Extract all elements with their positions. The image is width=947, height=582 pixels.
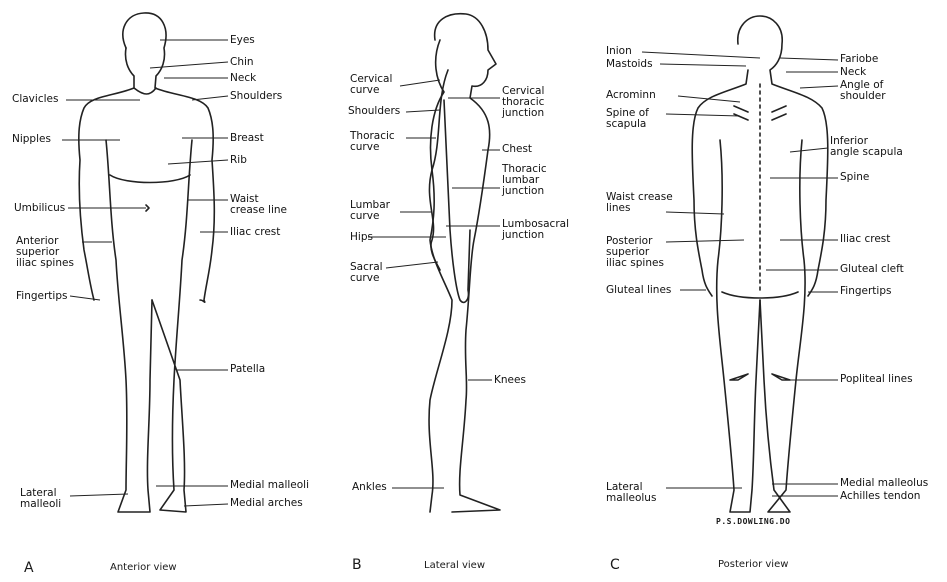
label-neck: Neck <box>840 67 866 78</box>
label-earlobe: Fariobe <box>840 54 878 65</box>
label-shoulders: Shoulders <box>230 91 282 102</box>
label-thoracic-lumbar-junction: Thoracic lumbar junction <box>502 164 547 197</box>
label-lateral-malleoli: Lateral malleoli <box>20 488 61 510</box>
label-thoracic-curve: Thoracic curve <box>350 131 395 153</box>
label-lumbar-curve: Lumbar curve <box>350 200 390 222</box>
label-fingertips: Fingertips <box>16 291 67 302</box>
label-breast: Breast <box>230 133 264 144</box>
label-acromion: Acrominn <box>606 90 656 101</box>
label-iliac-crest: Iliac crest <box>840 234 890 245</box>
label-cervical-thoracic-junction: Cervical thoracic junction <box>502 86 544 119</box>
label-patella: Patella <box>230 364 265 375</box>
panel-c-letter: C <box>610 557 620 573</box>
label-gluteal-cleft: Gluteal cleft <box>840 264 904 275</box>
label-shoulders: Shoulders <box>348 106 400 117</box>
anterior-figure <box>79 13 215 512</box>
label-gluteal-lines: Gluteal lines <box>606 285 671 296</box>
label-chin: Chin <box>230 57 254 68</box>
label-chest: Chest <box>502 144 532 155</box>
panel-a-letter: A <box>24 560 34 576</box>
label-mastoids: Mastoids <box>606 59 653 70</box>
leader-lines-posterior <box>642 52 838 496</box>
label-spine: Spine <box>840 172 869 183</box>
panel-b-caption: Lateral view <box>424 560 485 571</box>
label-knees: Knees <box>494 375 526 386</box>
label-waist-crease-lines: Waist crease lines <box>606 192 673 214</box>
label-medial-arches: Medial arches <box>230 498 303 509</box>
label-inion: Inion <box>606 46 632 57</box>
label-lumbosacral-junction: Lumbosacral junction <box>502 219 569 241</box>
label-sacral-curve: Sacral curve <box>350 262 383 284</box>
label-cervical-curve: Cervical curve <box>350 74 392 96</box>
label-waist-crease-line: Waist crease line <box>230 194 287 216</box>
label-popliteal-lines: Popliteal lines <box>840 374 913 385</box>
label-umbilicus: Umbilicus <box>14 203 65 214</box>
label-angle-of-shoulder: Angle of shoulder <box>840 80 886 102</box>
label-anterior-superior-iliac-spines: Anterior superior iliac spines <box>16 236 74 269</box>
label-ankles: Ankles <box>352 482 387 493</box>
label-nipples: Nipples <box>12 134 51 145</box>
posterior-figure <box>692 16 828 512</box>
label-achilles-tendon: Achilles tendon <box>840 491 920 502</box>
label-medial-malleolus: Medial malleolus <box>840 478 928 489</box>
panel-b-letter: B <box>352 557 362 573</box>
label-iliac-crest: Iliac crest <box>230 227 280 238</box>
label-fingertips: Fingertips <box>840 286 891 297</box>
panel-a-caption: Anterior view <box>110 562 177 573</box>
label-lateral-malleolus: Lateral malleolus <box>606 482 656 504</box>
label-posterior-superior-iliac-spines: Posterior superior iliac spines <box>606 236 664 269</box>
label-eyes: Eyes <box>230 35 255 46</box>
panel-c-caption: Posterior view <box>718 559 788 570</box>
label-neck: Neck <box>230 73 256 84</box>
leader-lines-anterior <box>62 40 228 506</box>
label-hips: Hips <box>350 232 373 243</box>
label-inferior-angle-scapula: Inferior angle scapula <box>830 136 903 158</box>
label-medial-malleoli: Medial malleoli <box>230 480 309 491</box>
label-spine-of-scapula: Spine of scapula <box>606 108 649 130</box>
lateral-figure <box>429 14 500 512</box>
artist-signature: P.S.DOWLING.DO <box>716 517 790 526</box>
label-rib: Rib <box>230 155 247 166</box>
label-clavicles: Clavicles <box>12 94 58 105</box>
